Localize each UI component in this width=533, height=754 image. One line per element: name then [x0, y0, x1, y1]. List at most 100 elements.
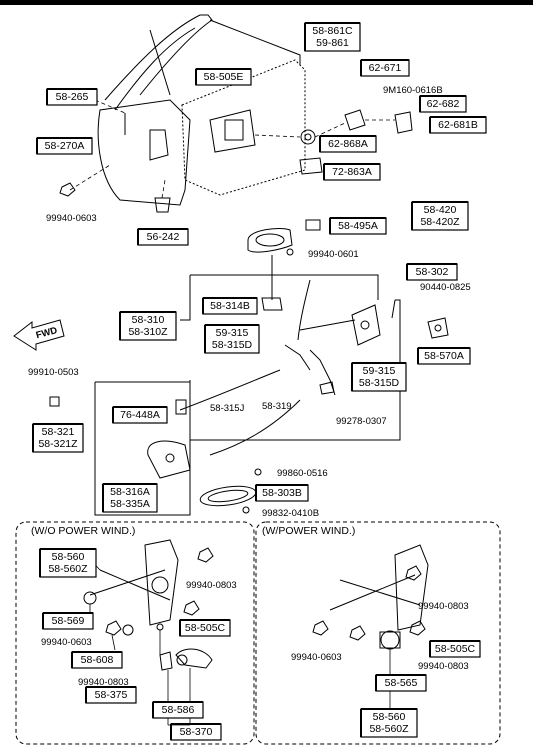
washer-left: [122, 624, 134, 636]
rod-59-315-lower: [309, 349, 336, 396]
outer-handle-58-420: [247, 227, 293, 253]
door-frame-inner: [114, 27, 196, 111]
rod-to-latch: [299, 319, 356, 331]
fwd-label: FWD: [35, 325, 59, 341]
label-text: 58-560Z: [48, 563, 88, 575]
label-text: 58-861C: [312, 25, 353, 37]
power-arm-2: [339, 579, 421, 606]
label-p99940-0803-l2: 99940-0803: [78, 677, 129, 688]
regulator-power: [312, 544, 429, 650]
label-p62-671: 62-671: [360, 59, 410, 77]
bezel-58-303b-inner: [207, 489, 249, 503]
label-text: 58-370: [180, 726, 213, 738]
clip-99278-0307: [319, 381, 335, 395]
label-text: 99940-0803: [418, 661, 469, 672]
label-p99940-0603-l: 99940-0603: [41, 637, 92, 648]
label-p72-863a: 72-863A: [323, 163, 381, 181]
label-p58-608: 58-608: [71, 651, 123, 669]
label-text: 59-861: [316, 37, 349, 49]
label-p62-682: 62-682: [419, 95, 467, 113]
label-text: 99940-0603: [46, 213, 97, 224]
label-p58-375: 58-375: [85, 686, 137, 704]
label-text: 62-671: [369, 62, 402, 74]
top-border: [0, 0, 533, 5]
bracket-62-671: [344, 109, 366, 131]
power-arm-1: [329, 574, 416, 611]
label-text: 72-863A: [332, 166, 372, 178]
label-text: 58-375: [95, 689, 128, 701]
label-text: 58-335A: [110, 498, 150, 510]
regulator-arm-1: [89, 569, 166, 596]
label-text: 99860-0516: [277, 468, 328, 479]
clip-62-868a-inner: [304, 133, 312, 141]
label-p56-242: 56-242: [137, 228, 189, 246]
label-text: 99940-0803: [186, 580, 237, 591]
handle-58-370: [175, 648, 213, 669]
nut-right-2: [349, 625, 366, 641]
label-text: 99910-0503: [28, 367, 79, 378]
lock-assembly: [49, 219, 449, 514]
label-p58-565: 58-565: [375, 674, 427, 692]
regulator-arm-2: [99, 569, 171, 601]
part-58-314b: [261, 297, 283, 311]
door-illustration: [59, 14, 413, 213]
label-p58-270a: 58-270A: [36, 137, 93, 155]
trim-panel: [181, 59, 306, 196]
label-p62-868a: 62-868A: [319, 135, 377, 153]
nut-right-4: [312, 620, 329, 636]
label-text: 58-505E: [204, 71, 244, 83]
label-text: 58-319: [262, 401, 292, 412]
label-p58-505e: 58-505E: [195, 68, 252, 86]
label-text: 58-560: [373, 711, 406, 723]
label-p62-681b: 62-681B: [429, 116, 487, 134]
label-text: 58-265: [56, 91, 89, 103]
screw-99832-0410b: [242, 506, 250, 514]
label-p99940-0601: 99940-0601: [308, 249, 359, 260]
regulator-plate: [144, 539, 179, 626]
label-text: 58-310Z: [128, 326, 168, 338]
screw-90440-0825: [391, 299, 396, 319]
label-p58-315j: 58-315J: [210, 403, 245, 414]
label-text: 9M160-0616B: [383, 85, 443, 96]
label-text: 58-270A: [45, 140, 85, 152]
part-76-448a: [175, 399, 187, 415]
label-p90440: 90440-0825: [420, 282, 471, 293]
label-box: [411, 201, 469, 231]
regulator-manual: [83, 539, 214, 671]
inner-handle: [224, 119, 244, 141]
part-58-375: [159, 651, 173, 671]
label-text: 99940-0603: [41, 637, 92, 648]
latch-pivot: [360, 320, 370, 330]
outline-58-310-top: [190, 274, 379, 300]
label-p58-570a: 58-570A: [417, 347, 471, 365]
latch-58-310: [351, 304, 381, 346]
outline-58-310-left: [180, 275, 191, 321]
label-p58-495a: 58-495A: [329, 217, 387, 235]
label-p99940-0803-l1: 99940-0803: [186, 580, 237, 591]
clip-62-868a: [300, 129, 316, 145]
inside-handle-pivot: [165, 453, 175, 463]
door-handle-recess: [149, 129, 169, 161]
label-p58-265: 58-265: [46, 88, 98, 106]
label-text: 99940-0803: [78, 677, 129, 688]
label-text: 58-420: [424, 204, 457, 216]
label-text: 58-608: [81, 654, 114, 666]
label-p58-303b: 58-303B: [255, 484, 309, 502]
label-text: 58-565: [385, 677, 418, 689]
outline-58-321: [94, 381, 191, 516]
label-text: 58-570A: [424, 350, 464, 362]
label-p99860: 99860-0516: [277, 468, 328, 479]
label-p58-505c-l: 58-505C: [179, 619, 231, 637]
label-text: 62-682: [427, 98, 460, 110]
label-box: [102, 483, 158, 513]
clip-58-608: [156, 623, 164, 631]
label-box: [119, 311, 177, 341]
nut-left-1: [197, 547, 214, 563]
inside-handle-58-316a: [147, 440, 191, 479]
label-p58-505c-r: 58-505C: [429, 640, 481, 658]
